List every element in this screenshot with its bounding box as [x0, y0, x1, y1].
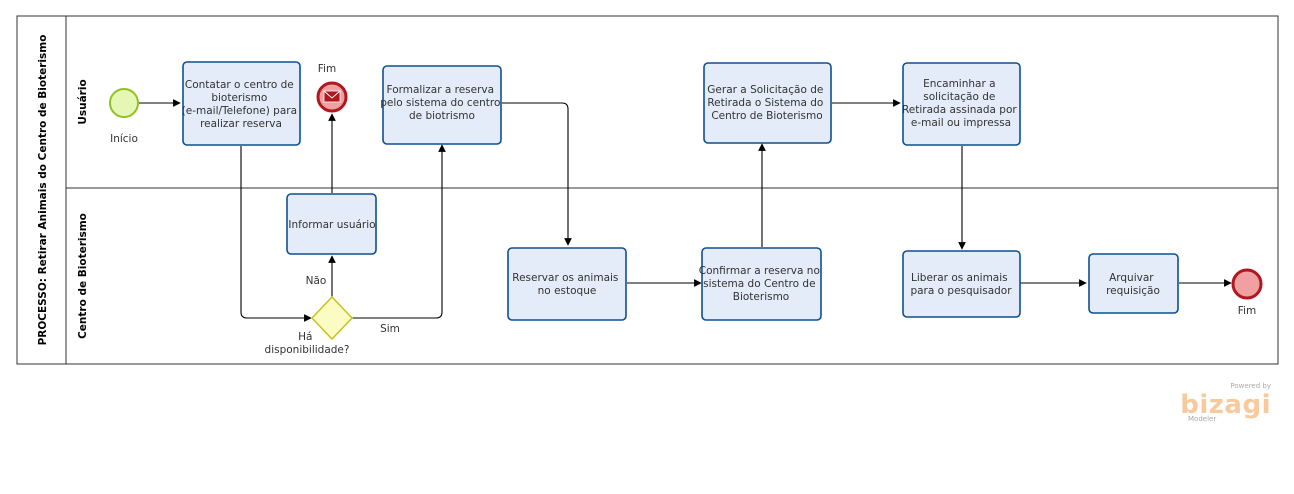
- task-gerar[interactable]: Gerar a Solicitação de Retirada o Sistem…: [703, 62, 832, 144]
- start-event-label: Início: [110, 133, 138, 145]
- task-liberar[interactable]: Liberar os animais para o pesquisador: [902, 250, 1021, 318]
- task-reservar-text: Reservar os animais no estoque: [512, 272, 621, 297]
- task-encaminhar[interactable]: Encaminhar a solicitação de Retirada ass…: [902, 62, 1021, 146]
- task-contatar-text: Contatar o centro de bioterismo (e-mail/…: [182, 79, 301, 130]
- process-title: PROCESSO: Retirar Animais do Centro de B…: [37, 35, 49, 346]
- task-gerar-text: Gerar a Solicitação de Retirada o Sistem…: [707, 84, 826, 122]
- bizagi-watermark: Powered by bizagi Modeler: [1180, 382, 1271, 423]
- task-arquivar-text: Arquivar requisição: [1106, 272, 1160, 297]
- task-arquivar[interactable]: Arquivar requisição: [1088, 253, 1179, 314]
- task-informar-text: Informar usuário: [288, 219, 375, 231]
- gateway-yes-label: Sim: [380, 323, 400, 335]
- task-formalizar[interactable]: Formalizar a reserva pelo sistema do cen…: [380, 65, 504, 145]
- task-encaminhar-text: Encaminhar a solicitação de Retirada ass…: [902, 78, 1020, 129]
- task-confirmar[interactable]: Confirmar a reserva no sistema do Centro…: [699, 247, 823, 321]
- flow-gateway-to-formalizar: [352, 144, 446, 319]
- gateway-label: Há disponibilidade?: [265, 331, 350, 356]
- lane-label-centro: Centro de Bioterismo: [77, 213, 89, 339]
- message-end-event-label: Fim: [318, 63, 336, 75]
- task-informar[interactable]: Informar usuário: [286, 193, 377, 255]
- end-event[interactable]: Fim: [1231, 268, 1263, 317]
- start-event[interactable]: Início: [109, 88, 139, 145]
- bizagi-logo: bizagi: [1180, 390, 1271, 420]
- task-liberar-text: Liberar os animais para o pesquisador: [910, 272, 1012, 297]
- powered-by-text: Powered by: [1230, 382, 1271, 390]
- gateway-no-label: Não: [306, 275, 327, 287]
- task-confirmar-text: Confirmar a reserva no sistema do Centro…: [699, 265, 823, 303]
- sequence-flows: [139, 99, 1232, 322]
- flow-formalizar-to-reservar: [502, 102, 572, 246]
- flow-contatar-to-gateway: [240, 146, 312, 322]
- task-contatar[interactable]: Contatar o centro de bioterismo (e-mail/…: [182, 61, 301, 146]
- task-reservar[interactable]: Reservar os animais no estoque: [507, 247, 627, 321]
- lane-label-usuario: Usuário: [77, 79, 89, 124]
- envelope-icon: [323, 90, 341, 103]
- modeler-text: Modeler: [1188, 415, 1216, 423]
- message-end-event[interactable]: Fim: [316, 63, 348, 113]
- end-event-label: Fim: [1238, 305, 1256, 317]
- task-formalizar-text: Formalizar a reserva pelo sistema do cen…: [380, 84, 504, 122]
- gateway-disponibilidade[interactable]: Há disponibilidade? Não Sim: [265, 275, 400, 356]
